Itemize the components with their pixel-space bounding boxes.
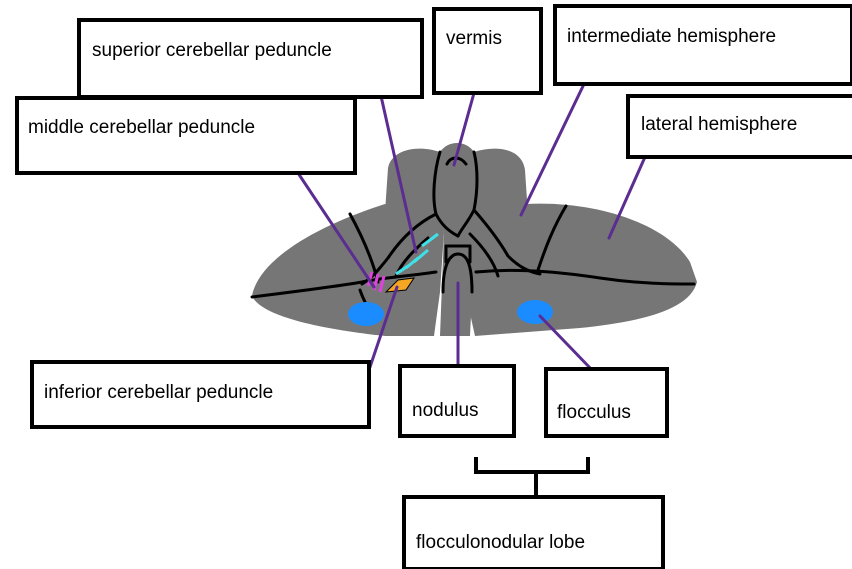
left-hemisphere-shape <box>252 204 444 336</box>
label-text: superior cerebellar peduncle <box>92 40 332 61</box>
label-text: intermediate hemisphere <box>567 26 776 47</box>
label-intermediate-hemisphere: intermediate hemisphere <box>555 6 852 84</box>
label-lateral-hemisphere: lateral hemisphere <box>628 96 852 157</box>
label-text: middle cerebellar peduncle <box>28 117 255 138</box>
left-flocculus-spot <box>348 302 384 326</box>
label-text: flocculus <box>557 402 631 423</box>
right-flocculus-spot <box>517 300 553 324</box>
flocculonodular-bracket <box>476 457 588 496</box>
leader-intermediate-hemisphere <box>521 82 585 215</box>
label-inferior-cerebellar-peduncle: inferior cerebellar peduncle <box>32 362 369 427</box>
label-flocculonodular-lobe: flocculonodular lobe <box>404 497 663 569</box>
label-text: inferior cerebellar peduncle <box>44 382 273 403</box>
label-text: flocculonodular lobe <box>416 532 585 553</box>
label-vermis: vermis <box>434 9 541 93</box>
label-superior-cerebellar-peduncle: superior cerebellar peduncle <box>79 20 422 97</box>
label-text: lateral hemisphere <box>641 114 797 135</box>
label-flocculus: flocculus <box>546 369 667 436</box>
label-middle-cerebellar-peduncle: middle cerebellar peduncle <box>17 98 355 173</box>
label-text: vermis <box>446 28 502 49</box>
label-text: nodulus <box>412 400 479 421</box>
label-nodulus: nodulus <box>400 366 514 436</box>
